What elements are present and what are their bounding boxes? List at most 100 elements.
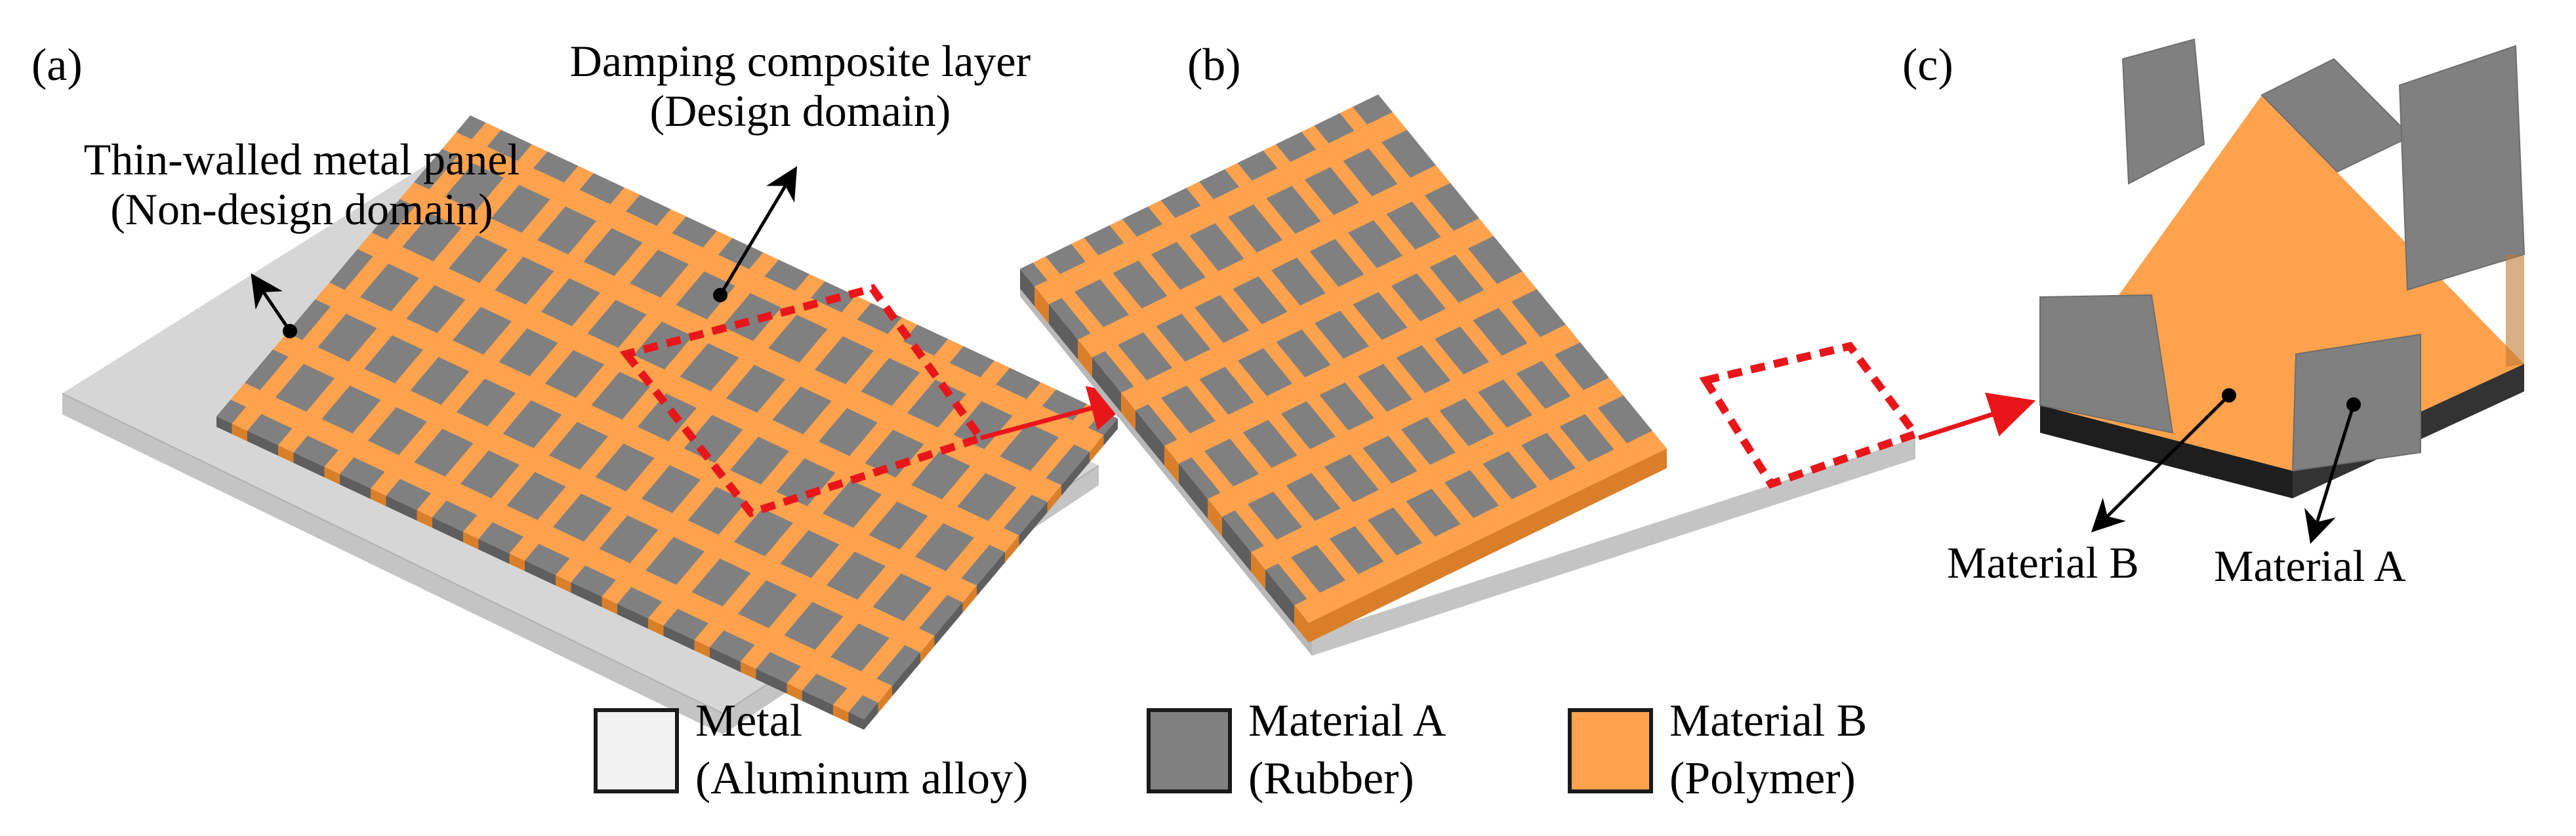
grid-block-polymer	[1297, 251, 1324, 275]
grid-block-rubber	[289, 364, 319, 388]
grid-block-rubber	[1207, 295, 1235, 319]
grid-block-polymer	[731, 477, 761, 502]
grid-block-rubber	[830, 360, 860, 384]
grid-block-rubber	[1107, 368, 1134, 393]
grid-block-polymer	[434, 268, 464, 292]
grid-block-polymer	[1518, 391, 1545, 415]
grid-block-rubber	[1487, 332, 1515, 356]
grid-block-polymer	[743, 412, 773, 437]
grid-block-polymer	[1016, 471, 1046, 495]
grid-block-rubber	[615, 539, 644, 563]
grid-block-rubber	[760, 444, 789, 468]
metal-panel-label-line1: Thin-walled metal panel	[83, 134, 520, 184]
grid-block-polymer	[899, 532, 930, 557]
panel-a-label: (a)	[31, 40, 83, 90]
grid-block-polymer	[1388, 429, 1416, 454]
grid-block-rubber	[848, 695, 878, 719]
grid-block-rubber	[659, 257, 689, 281]
grid-block-polymer	[1470, 464, 1498, 488]
grid-block-rubber	[1416, 441, 1443, 465]
grid-block-side	[1475, 536, 1488, 562]
grid-block-side	[1078, 340, 1092, 377]
grid-block-rubber	[382, 407, 412, 431]
grid-block-polymer	[942, 483, 971, 507]
grid-block-side	[1033, 502, 1048, 529]
grid-block-rubber	[513, 328, 542, 353]
grid-block-polymer	[246, 390, 276, 414]
grid-block-rubber	[329, 266, 359, 290]
grid-block-polymer	[1427, 410, 1454, 435]
grid-block-rubber	[1511, 295, 1539, 319]
grid-block-rubber	[541, 295, 571, 319]
grid-block-rubber	[965, 353, 994, 378]
grid-block-rubber	[987, 480, 1017, 504]
grid-block-polymer	[789, 434, 819, 458]
grid-block-polymer	[824, 521, 853, 545]
grid-block-rubber	[815, 353, 844, 377]
grid-block-rubber	[595, 180, 624, 205]
grid-block-polymer	[843, 599, 873, 624]
grid-block-polymer	[1369, 538, 1397, 562]
grid-block-polymer	[1436, 357, 1463, 381]
grid-block-polymer	[1124, 237, 1151, 261]
grid-block-polymer	[445, 460, 475, 484]
grid-block-rubber	[567, 214, 596, 238]
grid-block-rubber	[309, 443, 338, 467]
grid-block-rubber	[1214, 391, 1241, 415]
grid-block-polymer	[1471, 290, 1499, 314]
grid-block-polymer	[1141, 302, 1169, 327]
grid-block-polymer	[596, 204, 626, 228]
grid-block-polymer	[1428, 237, 1456, 261]
grid-block-side	[401, 503, 417, 521]
grid-block-rubber	[1516, 367, 1544, 391]
grid-block-rubber	[1425, 189, 1452, 213]
grid-block-polymer	[765, 540, 794, 564]
grid-block-side	[1135, 410, 1150, 448]
grid-block-polymer	[373, 239, 403, 264]
grid-block-rubber	[1257, 444, 1284, 468]
grid-block-rubber	[1298, 275, 1326, 300]
grid-block-polymer	[676, 568, 706, 592]
grid-block-rubber	[575, 357, 604, 382]
grid-block-polymer	[777, 499, 808, 523]
grid-block-rubber	[533, 151, 563, 176]
grid-block-polymer	[1537, 481, 1564, 505]
grid-block-rubber	[553, 510, 583, 534]
grid-block-rubber	[567, 494, 597, 518]
grid-block-polymer	[1148, 200, 1176, 224]
grid-block-rubber	[607, 395, 636, 420]
grid-block-rubber	[852, 487, 882, 511]
grid-block-polymer	[829, 616, 859, 641]
grid-block-polymer	[1032, 478, 1061, 502]
grid-block-polymer	[677, 312, 707, 336]
grid-block-polymer	[853, 511, 883, 535]
grid-block-polymer	[323, 426, 353, 450]
grid-block-rubber	[707, 582, 737, 607]
grid-block-polymer	[1599, 426, 1627, 450]
grid-block-polymer	[562, 398, 592, 422]
grid-block-polymer	[1374, 214, 1401, 238]
grid-block-polymer	[966, 377, 996, 401]
grid-block-rubber	[1063, 315, 1091, 340]
grid-block-rubber	[903, 325, 933, 349]
grid-block-polymer	[535, 175, 564, 199]
grid-block-polymer	[918, 587, 947, 612]
grid-block-polymer	[1147, 374, 1174, 398]
grid-block-rubber	[919, 612, 949, 636]
grid-block-side	[1321, 610, 1334, 637]
grid-block-rubber	[941, 458, 970, 483]
grid-block-rubber	[1457, 470, 1484, 494]
grid-block-polymer	[801, 650, 830, 674]
grid-block-rubber	[609, 443, 639, 468]
grid-block-polymer	[1271, 462, 1299, 486]
grid-block-rubber	[1204, 247, 1231, 271]
grid-block-rubber	[1423, 363, 1451, 387]
grid-block-polymer	[1121, 386, 1149, 410]
grid-block-polymer	[815, 633, 845, 657]
grid-block-polymer	[539, 247, 568, 271]
grid-block-polymer	[508, 233, 537, 257]
grid-block-rubber	[245, 366, 274, 390]
grid-block-polymer	[568, 237, 598, 262]
grid-block-polymer	[746, 485, 777, 509]
grid-block-polymer	[893, 413, 923, 437]
